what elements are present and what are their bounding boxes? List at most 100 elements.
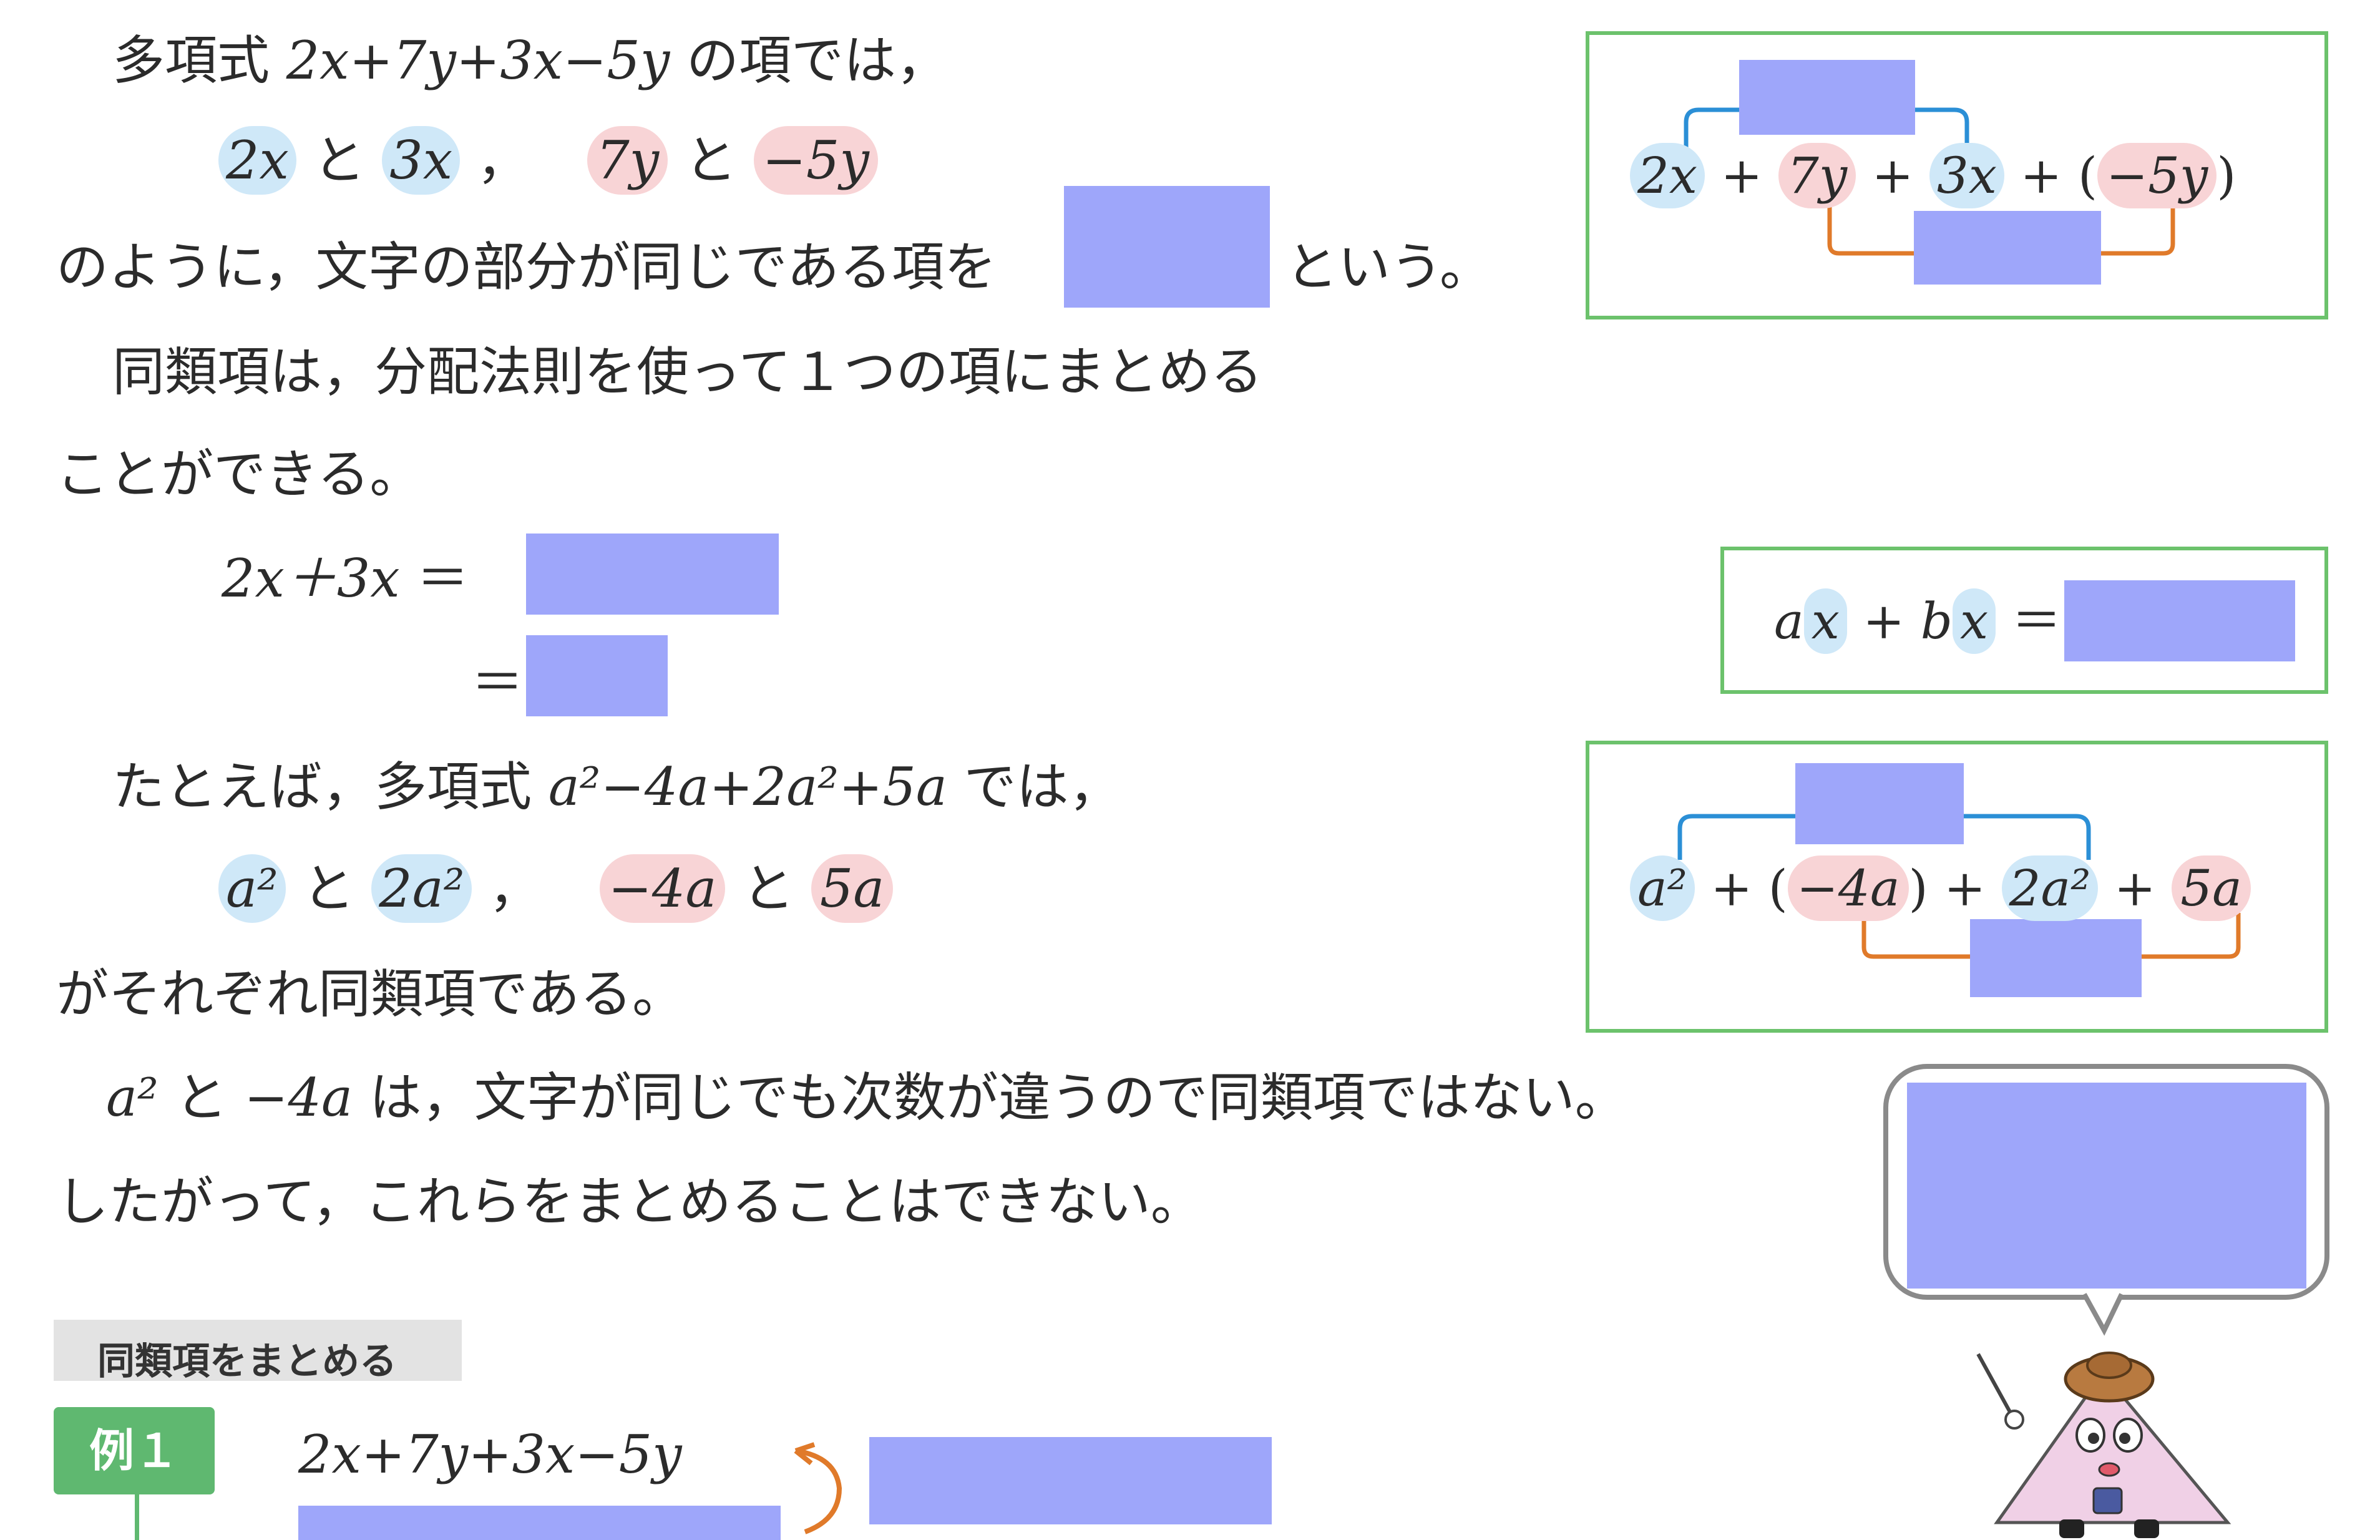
blank-diagram-2-bottom[interactable] bbox=[1970, 919, 2142, 997]
example-intro-text: たとえば，多項式 bbox=[112, 756, 532, 817]
distributive-plus: + bbox=[1863, 592, 1905, 650]
term-a2: a² bbox=[218, 854, 286, 923]
not-like-minus-4a: −4a bbox=[244, 1067, 353, 1128]
distributive-a: a bbox=[1774, 592, 1804, 650]
distributive-equals: ＝ bbox=[2011, 592, 2062, 650]
blank-example-1-result[interactable] bbox=[869, 1437, 1272, 1524]
not-like-terms-line: a² と −4a は，文字が同じでも次数が違うので同類項ではない。 bbox=[106, 1067, 1627, 1124]
definition-tail: という。 bbox=[1285, 236, 1492, 298]
distributive-x2: x bbox=[1952, 588, 1996, 654]
like-terms-pairs-2: a² と 2a² ， −4a と 5a bbox=[218, 854, 894, 923]
example-1-expression-line: 2x+7y+3x−5y bbox=[298, 1424, 682, 1481]
diagram-2-plus-2: + bbox=[1944, 859, 1986, 917]
pairs-conclusion-text: がそれぞれ同類項である。 bbox=[56, 963, 685, 1025]
example-1-arrow bbox=[794, 1442, 842, 1534]
definition-text: のように，文字の部分が同じである項を bbox=[56, 236, 997, 298]
combine-text-2: ことができる。 bbox=[56, 444, 422, 505]
intro-suffix: の項では， bbox=[686, 30, 949, 91]
definition-line: のように，文字の部分が同じである項を bbox=[56, 237, 997, 293]
equation-lhs: 2x＋3x bbox=[222, 548, 400, 609]
intro-polynomial: 2x+7y+3x−5y bbox=[286, 30, 670, 91]
to-2: と bbox=[684, 130, 737, 191]
intro-line: 多項式 2x+7y+3x−5y の項では， bbox=[112, 30, 949, 87]
diagram-2-connectors bbox=[1677, 814, 2241, 959]
term-minus-5y: −5y bbox=[753, 126, 878, 195]
diagram-1-rparen: ) bbox=[2217, 147, 2236, 205]
diagram-2-expression: a² + (−4a) + 2a² + 5a bbox=[1630, 855, 2251, 921]
diagram-1-lparen: ( bbox=[2077, 147, 2098, 205]
not-like-text: は，文字が同じでも次数が違うので同類項ではない。 bbox=[369, 1067, 1627, 1128]
not-like-a2: a² bbox=[106, 1067, 159, 1128]
section-tag: 同類項をまとめる bbox=[54, 1320, 462, 1383]
speech-bubble-tail bbox=[2082, 1293, 2124, 1336]
diagram-2-lparen: ( bbox=[1768, 859, 1788, 917]
to-3: と bbox=[302, 858, 355, 919]
mascot-character bbox=[1976, 1352, 2231, 1538]
pairs-conclusion: がそれぞれ同類項である。 bbox=[56, 964, 685, 1020]
blank-eq1-step1[interactable] bbox=[526, 534, 779, 615]
diagram-1-term-7y: 7y bbox=[1778, 143, 1856, 208]
blank-diagram-2-top[interactable] bbox=[1795, 763, 1964, 844]
equation-2x-3x: 2x＋3x ＝ bbox=[222, 548, 469, 605]
blank-diagram-1-top[interactable] bbox=[1739, 60, 1915, 135]
diagram-2-plus-1: + bbox=[1710, 859, 1753, 917]
not-like-to: と bbox=[175, 1067, 228, 1128]
example-1-expression: 2x+7y+3x−5y bbox=[298, 1424, 682, 1485]
definition-tail-line: という。 bbox=[1285, 237, 1492, 293]
diagram-1-plus-2: + bbox=[1871, 147, 1914, 205]
diagram-1-term-2x: 2x bbox=[1630, 143, 1705, 208]
blank-diagram-1-bottom[interactable] bbox=[1914, 211, 2101, 285]
example-intro-suffix: では， bbox=[963, 756, 1121, 817]
blank-like-terms[interactable] bbox=[1064, 186, 1270, 308]
term-3x: 3x bbox=[382, 126, 461, 195]
term-7y: 7y bbox=[587, 126, 668, 195]
distributive-b: b bbox=[1920, 592, 1953, 650]
like-terms-pairs-1: 2x と 3x ， 7y と −5y bbox=[218, 126, 878, 195]
diagram-1-term-minus-5y: −5y bbox=[2097, 143, 2217, 208]
blank-example-1-step[interactable] bbox=[298, 1506, 781, 1540]
blank-speech-bubble[interactable] bbox=[1907, 1083, 2306, 1289]
like-terms-diagram-1: 2x + 7y + 3x + (−5y) bbox=[1586, 31, 2328, 319]
equation-equals-2: ＝ bbox=[471, 652, 524, 713]
comma-1: ， bbox=[476, 130, 529, 191]
to-4: と bbox=[742, 858, 795, 919]
combine-line-1: 同類項は，分配法則を使って１つの項にまとめる bbox=[112, 342, 1263, 398]
diagram-1-plus-3: + bbox=[2020, 147, 2062, 205]
to-1: と bbox=[313, 130, 366, 191]
diagram-2-plus-3: + bbox=[2114, 859, 2156, 917]
diagram-2-term-minus-4a: −4a bbox=[1787, 855, 1909, 921]
example-1-badge: 例１ bbox=[54, 1407, 215, 1494]
distributive-x1: x bbox=[1803, 588, 1847, 654]
example-1-label: 例１ bbox=[89, 1425, 179, 1477]
diagram-1-connectors bbox=[1684, 107, 2175, 256]
term-5a: 5a bbox=[811, 854, 894, 923]
blank-distributive-result[interactable] bbox=[2064, 580, 2295, 661]
diagram-2-term-2a2: 2a² bbox=[2001, 855, 2099, 921]
diagram-1-expression: 2x + 7y + 3x + (−5y) bbox=[1630, 143, 2236, 208]
diagram-1-plus-1: + bbox=[1720, 147, 1763, 205]
term-2x: 2x bbox=[218, 126, 296, 195]
diagram-1-term-3x: 3x bbox=[1929, 143, 2004, 208]
example-1-guide-line bbox=[135, 1494, 139, 1540]
combine-line-2: ことができる。 bbox=[56, 444, 422, 500]
like-terms-diagram-2: a² + (−4a) + 2a² + 5a bbox=[1586, 741, 2328, 1033]
diagram-2-term-5a: 5a bbox=[2172, 855, 2251, 921]
section-tag-label: 同類項をまとめる bbox=[97, 1340, 397, 1383]
term-minus-4a: −4a bbox=[599, 854, 726, 923]
diagram-2-term-a2: a² bbox=[1630, 855, 1695, 921]
diagram-2-rparen: ) bbox=[1908, 859, 1928, 917]
cannot-combine-line: したがって，これらをまとめることはできない。 bbox=[56, 1172, 1203, 1228]
example-intro-line: たとえば，多項式 a²−4a+2a²+5a では， bbox=[112, 756, 1121, 813]
example-intro-polynomial: a²−4a+2a²+5a bbox=[548, 756, 947, 817]
combine-text-1: 同類項は，分配法則を使って１つの項にまとめる bbox=[112, 341, 1263, 403]
blank-eq1-step2[interactable] bbox=[526, 635, 668, 716]
equation-second-line: ＝ bbox=[471, 652, 524, 709]
equation-equals: ＝ bbox=[416, 548, 469, 609]
cannot-combine-text: したがって，これらをまとめることはできない。 bbox=[56, 1171, 1203, 1233]
comma-2: ， bbox=[489, 858, 542, 919]
term-2a2: 2a² bbox=[371, 854, 472, 923]
speech-bubble bbox=[1883, 1064, 2329, 1300]
intro-prefix: 多項式 bbox=[112, 30, 270, 91]
